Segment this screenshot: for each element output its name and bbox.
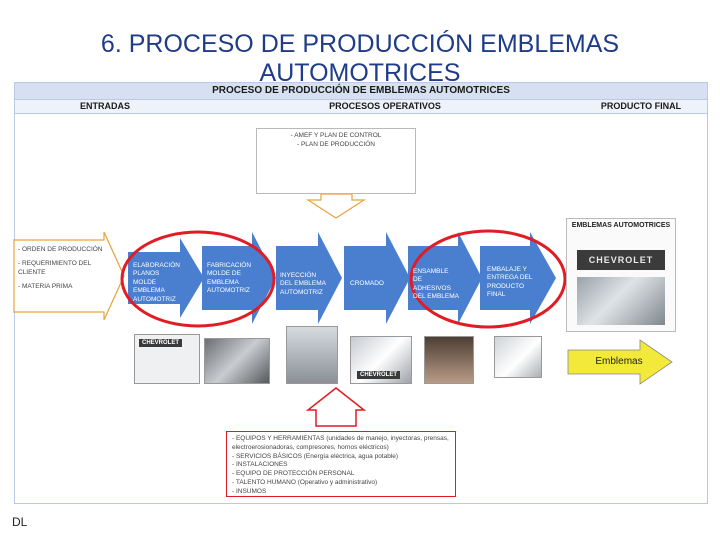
chevrolet-emblem-image: CHEVROLET — [577, 250, 665, 270]
step-label-2: FABRICACIÓN MOLDE DE EMBLEMA AUTOMOTRIZ — [207, 262, 257, 296]
bottom-up-arrow — [308, 388, 364, 426]
top-down-arrow — [308, 194, 364, 218]
step-label-6: EMBALAJE Y ENTREGA DEL PRODUCTO FINAL — [487, 266, 533, 300]
left-note: - ORDEN DE PRODUCCIÓN - REQUERIMIENTO DE… — [18, 246, 104, 292]
photo-packaging — [494, 336, 542, 378]
photo-stamp-plans: CHEVROLET — [139, 339, 182, 347]
photo-stamp-chroming: CHEVROLET — [357, 371, 400, 379]
bottom-note-line-3: - SERVICIOS BÁSICOS (Energía eléctrica, … — [232, 453, 450, 462]
left-note-line-1: - ORDEN DE PRODUCCIÓN — [18, 246, 104, 254]
bottom-note-line-6: - TALENTO HUMANO (Operativo y administra… — [232, 479, 450, 488]
left-note-line-2: - REQUERIMIENTO DEL CLIENTE — [18, 260, 104, 277]
step-label-1: ELABORACIÓN PLANOS MOLDE EMBLEMA AUTOMOT… — [133, 262, 183, 304]
step-label-3: INYECCIÓN DEL EMBLEMA AUTOMOTRIZ — [280, 272, 328, 297]
bottom-note-line-1: - EQUIPOS Y HERRAMIENTAS (unidades de ma… — [232, 435, 450, 444]
bottom-note-line-2: electroerosionadoras, compresores, horno… — [232, 444, 450, 453]
bottom-note-line-4: - INSTALACIONES — [232, 461, 450, 470]
final-product-title: EMBLEMAS AUTOMOTRICES — [567, 222, 675, 229]
emblem-photo — [577, 277, 665, 325]
bottom-note-line-5: - EQUIPO DE PROTECCIÓN PERSONAL — [232, 470, 450, 479]
photo-plans: CHEVROLET — [134, 334, 200, 384]
top-note-line-1: - AMEF Y PLAN DE CONTROL — [262, 132, 410, 141]
footer-initials: DL — [12, 515, 27, 529]
final-product-panel: EMBLEMAS AUTOMOTRICES CHEVROLET — [566, 218, 676, 332]
step-label-5: ENSAMBLE DE ADHESIVOS DEL EMBLEMA — [413, 268, 459, 302]
process-arrow-4 — [344, 232, 410, 324]
photo-mold — [204, 338, 270, 384]
bottom-note: - EQUIPOS Y HERRAMIENTAS (unidades de ma… — [226, 431, 456, 497]
top-note-line-2: - PLAN DE PRODUCCIÓN — [262, 141, 410, 150]
step-label-4: CROMADO — [350, 280, 390, 288]
bottom-note-line-7: - INSUMOS — [232, 488, 450, 497]
left-note-line-3: - MATERIA PRIMA — [18, 283, 104, 291]
photo-chroming: CHEVROLET — [350, 336, 412, 384]
photo-injection — [286, 326, 338, 384]
photo-assembly — [424, 336, 474, 384]
top-note: - AMEF Y PLAN DE CONTROL - PLAN DE PRODU… — [256, 128, 416, 194]
